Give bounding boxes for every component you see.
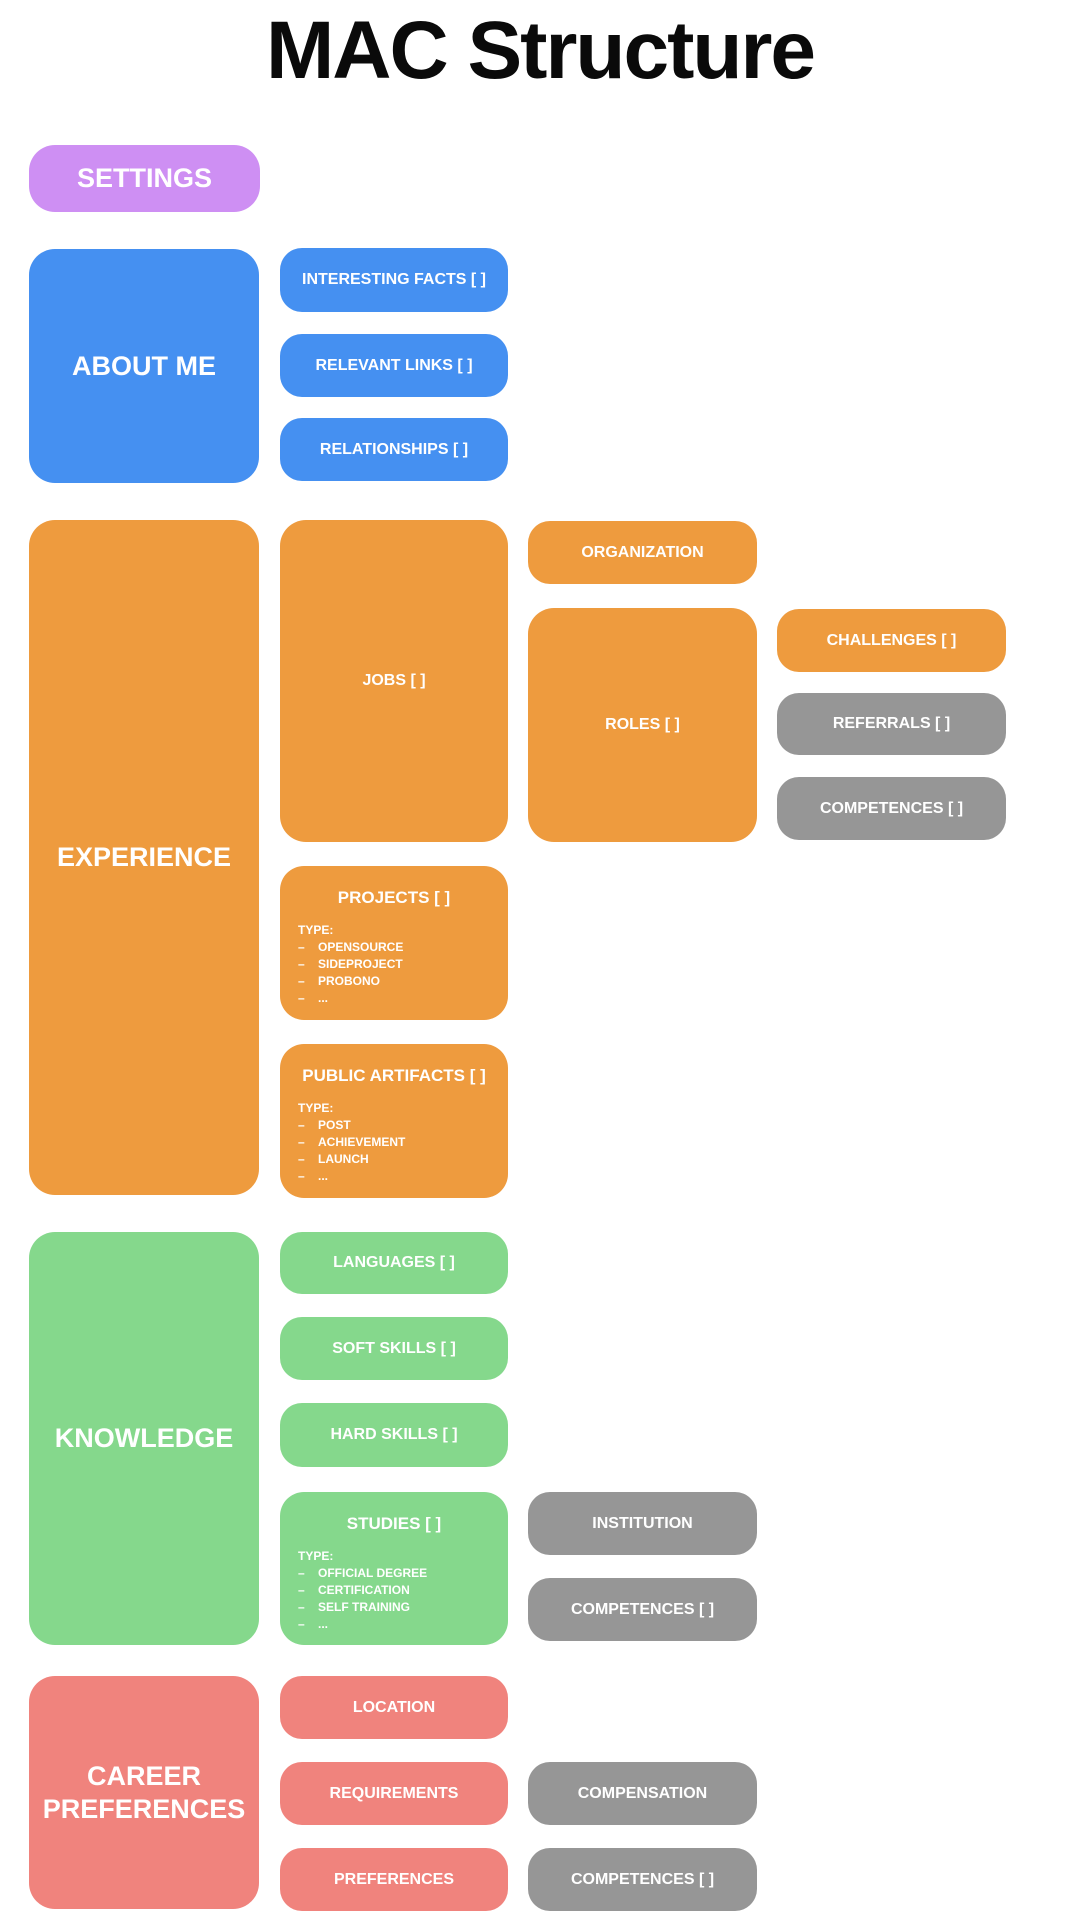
preferences-label: PREFERENCES [333,1870,455,1888]
soft-skills-block: SOFT SKILLS [ ] [280,1317,508,1380]
referrals-block: REFERRALS [ ] [777,693,1006,755]
relevant-links-label: RELEVANT LINKS [ ] [315,356,473,374]
projects-block: PROJECTS [ ] TYPE: – OPENSOURCE – SIDEPR… [280,866,508,1020]
roles-competences-block: COMPETENCES [ ] [777,777,1006,840]
challenges-block: CHALLENGES [ ] [777,609,1006,672]
hard-skills-block: HARD SKILLS [ ] [280,1403,508,1467]
organization-label: ORGANIZATION [581,543,704,561]
public-artifacts-block: PUBLIC ARTIFACTS [ ] TYPE: – POST – ACHI… [280,1044,508,1198]
experience-block: EXPERIENCE [29,520,259,1195]
location-block: LOCATION [280,1676,508,1739]
settings-block: SETTINGS [29,145,260,212]
institution-label: INSTITUTION [592,1514,693,1532]
type-item: – SELF TRAINING [298,1600,410,1614]
type-item: – OPENSOURCE [298,940,404,954]
dash-bullet: – [298,1617,305,1631]
referrals-label: REFERRALS [ ] [832,715,951,732]
settings-label: SETTINGS [76,163,212,194]
dash-bullet: – [298,1583,305,1597]
compensation-label: COMPENSATION [577,1784,708,1802]
relevant-links-block: RELEVANT LINKS [ ] [280,334,508,397]
knowledge-label: KNOWLEDGE [54,1423,234,1454]
jobs-block: JOBS [ ] [280,520,508,842]
preferences-block: PREFERENCES [280,1848,508,1911]
challenges-label: CHALLENGES [ ] [826,631,957,649]
soft-skills-label: SOFT SKILLS [ ] [332,1339,456,1357]
requirements-block: REQUIREMENTS [280,1762,508,1825]
dash-bullet: – [298,974,305,988]
dash-bullet: – [298,957,305,971]
career-competences-label: COMPETENCES [ ] [570,1870,715,1888]
dash-bullet: – [298,1169,305,1183]
languages-label: LANGUAGES [ ] [333,1254,455,1271]
type-item: – ... [298,1617,329,1631]
type-item: – OFFICIAL DEGREE [298,1566,428,1580]
public-artifacts-type-list: TYPE: – POST – ACHIEVEMENT – LAUNCH – ..… [296,1100,492,1185]
institution-block: INSTITUTION [528,1492,757,1555]
diagram-title: MAC Structure [265,5,816,96]
type-heading: TYPE: [298,923,334,937]
experience-label: EXPERIENCE [56,842,232,873]
dash-bullet: – [298,1152,305,1166]
public-artifacts-label: PUBLIC ARTIFACTS [ ] [302,1066,486,1085]
career-competences-block: COMPETENCES [ ] [528,1848,757,1911]
type-item: – SIDEPROJECT [298,957,403,971]
dash-bullet: – [298,1566,305,1580]
dash-bullet: – [298,1135,305,1149]
projects-label: PROJECTS [ ] [337,888,451,907]
studies-block: STUDIES [ ] TYPE: – OFFICIAL DEGREE – CE… [280,1492,508,1645]
type-item: – ACHIEVEMENT [298,1135,406,1149]
languages-block: LANGUAGES [ ] [280,1232,508,1294]
relationships-label: RELATIONSHIPS [ ] [319,440,469,458]
roles-block: ROLES [ ] [528,608,757,842]
type-item: – CERTIFICATION [298,1583,410,1597]
about-me-label: ABOUT ME [72,350,216,381]
roles-competences-label: COMPETENCES [ ] [819,799,964,817]
organization-block: ORGANIZATION [528,521,757,584]
requirements-label: REQUIREMENTS [329,1784,459,1802]
hard-skills-label: HARD SKILLS [ ] [330,1426,458,1443]
studies-competences-block: COMPETENCES [ ] [528,1578,757,1641]
type-item: – LAUNCH [298,1152,369,1166]
knowledge-block: KNOWLEDGE [29,1232,259,1645]
dash-bullet: – [298,940,305,954]
jobs-label: JOBS [ ] [362,672,426,689]
projects-type-list: TYPE: – OPENSOURCE – SIDEPROJECT – PROBO… [296,922,492,1007]
dash-bullet: – [298,1118,305,1132]
roles-label: ROLES [ ] [605,716,680,733]
studies-competences-label: COMPETENCES [ ] [570,1600,715,1618]
type-item: – PROBONO [298,974,381,988]
studies-type-list: TYPE: – OFFICIAL DEGREE – CERTIFICATION … [296,1548,492,1633]
relationships-block: RELATIONSHIPS [ ] [280,418,508,481]
type-heading: TYPE: [298,1101,334,1115]
interesting-facts-block: INTERESTING FACTS [ ] [280,248,508,312]
interesting-facts-label: INTERESTING FACTS [ ] [302,271,486,288]
type-item: – ... [298,991,329,1005]
type-item: – POST [298,1118,351,1132]
type-heading: TYPE: [298,1549,334,1563]
compensation-block: COMPENSATION [528,1762,757,1825]
about-me-block: ABOUT ME [29,249,259,483]
dash-bullet: – [298,991,305,1005]
career-preferences-block: CAREER PREFERENCES [29,1676,259,1909]
location-label: LOCATION [352,1698,436,1716]
career-preferences-label: CAREER PREFERENCES [42,1761,246,1824]
type-item: – ... [298,1169,329,1183]
studies-label: STUDIES [ ] [346,1514,442,1533]
dash-bullet: – [298,1600,305,1614]
